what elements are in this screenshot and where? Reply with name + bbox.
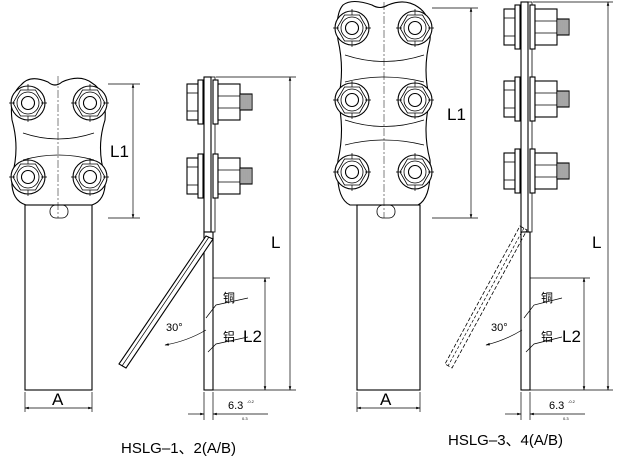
left-side-view <box>118 76 296 420</box>
right-dim-l1-label: L1 <box>447 105 466 124</box>
right-copper-label: 铜 <box>541 290 553 305</box>
left-dim-l1-label: L1 <box>110 142 129 161</box>
right-angle-label: 30° <box>491 322 508 334</box>
left-dim-a-label: A <box>52 390 64 409</box>
left-aluminum-label: 铝 <box>223 329 235 344</box>
right-thickness-tol-lower: 0.3 <box>563 416 569 421</box>
left-thickness-value: 6.3 <box>228 400 243 412</box>
right-aluminum-label: 铝 <box>541 329 553 344</box>
left-dim-l-label: L <box>271 233 280 252</box>
right-thickness-value: 6.3 <box>549 400 564 412</box>
left-caption: HSLG–1、2(A/B) <box>121 440 236 457</box>
left-angle-label: 30° <box>166 322 183 334</box>
right-dim-l2-label: L2 <box>562 327 581 346</box>
right-dim-l-label: L <box>592 233 601 252</box>
left-dim-l2-label: L2 <box>243 327 262 346</box>
right-front-view <box>332 0 478 412</box>
right-side-view <box>444 1 613 420</box>
right-caption: HSLG–3、4(A/B) <box>448 432 563 449</box>
left-front-view <box>8 76 140 412</box>
left-thickness-tol-lower: 0.3 <box>242 416 248 421</box>
left-thickness-tol-upper: -0.2 <box>247 399 255 404</box>
right-thickness-tol-upper: -0.2 <box>568 399 576 404</box>
right-dim-a-label: A <box>380 390 392 409</box>
left-copper-label: 铜 <box>223 290 235 305</box>
